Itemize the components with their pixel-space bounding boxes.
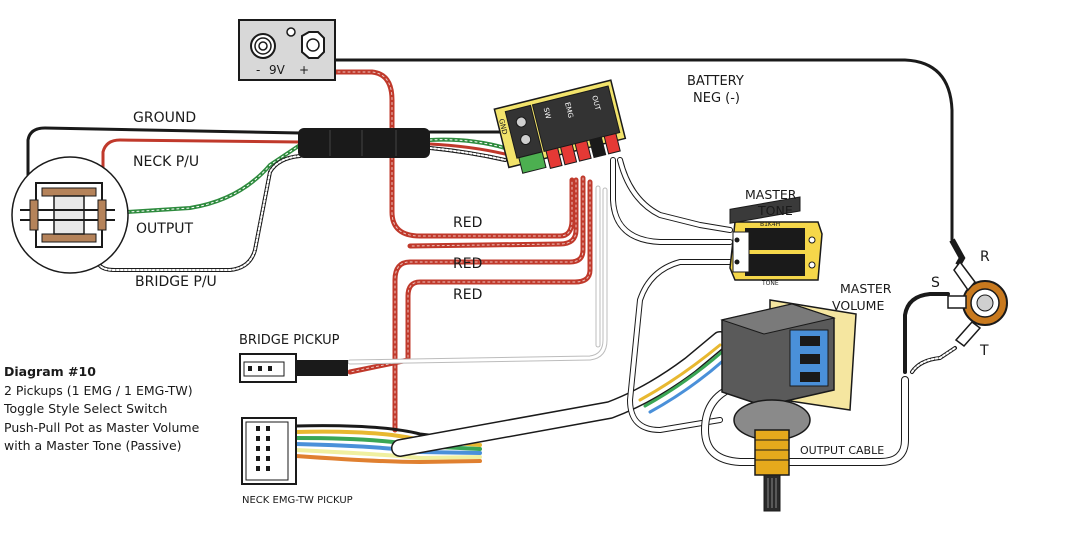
- wires: [26, 58, 957, 466]
- terminal-block: GND SW EMG OUT: [493, 79, 627, 174]
- battery-negative-terminal-icon: [250, 33, 276, 59]
- tone-board-bottom-label: TONE: [761, 280, 779, 287]
- jack-t-label: T: [979, 343, 989, 359]
- neck-pickup-connector: [241, 417, 297, 485]
- caption-line-3: Push-Pull Pot as Master Volume: [4, 419, 200, 435]
- master-volume-pot: [720, 196, 857, 512]
- caption-line-1: 2 Pickups (1 EMG / 1 EMG-TW): [4, 382, 193, 398]
- neck-pu-label: NECK P/U: [133, 154, 199, 170]
- output-label: OUTPUT: [136, 221, 194, 237]
- diagram-caption: Diagram #10 2 Pickups (1 EMG / 1 EMG-TW)…: [4, 363, 199, 456]
- master-volume-label-line2: VOLUME: [832, 298, 884, 313]
- jack-s-label: S: [931, 275, 940, 291]
- master-tone-label-line2: TONE: [757, 203, 793, 218]
- output-cable-label: OUTPUT CABLE: [800, 444, 884, 457]
- battery-neg-label-line2: NEG (-): [693, 91, 740, 106]
- terminal-sw-label: SW: [542, 107, 553, 120]
- jack-r-label: R: [980, 249, 990, 265]
- battery-positive-terminal-icon: [301, 31, 325, 59]
- harness-sleeve: [298, 128, 430, 158]
- neck-pickup-label: NECK EMG-TW PICKUP: [242, 495, 353, 506]
- battery-negative-wire: [331, 58, 954, 242]
- battery-plus-label: +: [299, 63, 309, 77]
- master-tone-pot: B1K4H TONE: [729, 221, 823, 287]
- terminal-emg-label: EMG: [563, 101, 575, 118]
- battery-clip: - 9V +: [238, 19, 336, 81]
- red-label-3: RED: [453, 287, 482, 303]
- bridge-pickup-label: BRIDGE PICKUP: [239, 333, 340, 348]
- bridge-pickup-connector: [239, 353, 348, 383]
- master-tone-label-line1: MASTER: [745, 187, 797, 202]
- battery-voltage-label: 9V: [269, 63, 286, 77]
- labels: BATTERY NEG (-) GROUND NECK P/U OUTPUT B…: [133, 74, 990, 506]
- bridge-pu-label: BRIDGE P/U: [135, 274, 217, 290]
- battery-neg-label-line1: BATTERY: [687, 74, 744, 89]
- red-wire-3: [347, 179, 593, 375]
- output-cable-tip: [903, 292, 950, 374]
- terminal-out-label: OUT: [590, 95, 602, 112]
- ground-label: GROUND: [133, 110, 196, 126]
- toggle-switch: [11, 156, 129, 274]
- caption-line-2: Toggle Style Select Switch: [4, 401, 168, 416]
- caption-title: Diagram #10: [4, 364, 96, 379]
- caption-line-4: with a Master Tone (Passive): [4, 438, 182, 453]
- master-volume-label-line1: MASTER: [840, 281, 892, 296]
- ground-wire: [26, 126, 302, 227]
- terminal-gnd-label: GND: [497, 118, 509, 136]
- red-label-1: RED: [453, 215, 482, 231]
- tone-board-top-label: B1K4H: [760, 221, 780, 228]
- red-wire-1: [392, 175, 586, 433]
- battery-minus-label: -: [256, 63, 260, 77]
- neck-pu-wire: [101, 138, 302, 194]
- red-label-2: RED: [453, 256, 482, 272]
- output-jack: [947, 238, 1017, 348]
